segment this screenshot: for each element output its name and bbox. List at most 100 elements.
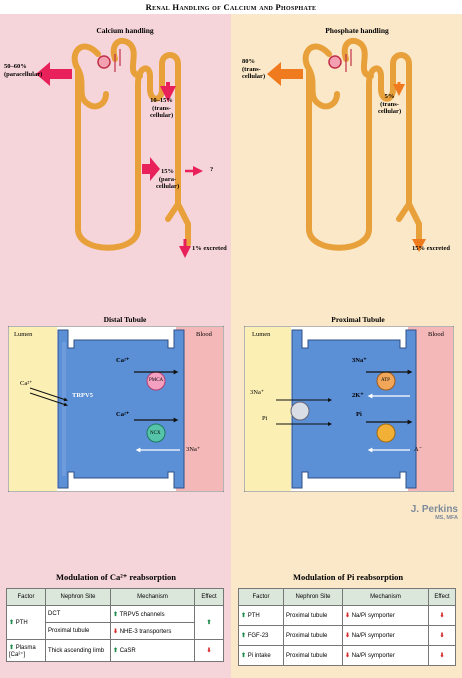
table-cell-factor: ⬆ PTH (238, 605, 284, 626)
artist-signature: J. Perkins MS, MFA (406, 504, 458, 521)
table-cell-mechanism: ⬇ Na/Pi symporter (342, 605, 429, 626)
table-header: Mechanism (342, 588, 429, 606)
anion-label: A⁻ (414, 446, 423, 453)
signature-degree: MS, MFA (435, 515, 458, 521)
table-cell-effect: ⬇ (428, 625, 456, 646)
up-arrow-icon: ⬆ (9, 644, 15, 651)
table-header: Nephron Site (45, 588, 111, 606)
up-arrow-icon: ⬆ (241, 633, 247, 639)
table-cell-effect: ⬇ (428, 645, 456, 666)
distal-tubule-diagram (8, 326, 224, 492)
phosphate-glomerulus (328, 55, 342, 69)
up-arrow-icon: ⬆ (241, 653, 247, 659)
na-pi-symporter (290, 401, 310, 421)
table-cell-site: Thick ascending limb (45, 639, 111, 662)
up-arrow-icon: ⬆ (206, 620, 212, 626)
distal-lumen-calcium-label: Ca²⁺ (20, 380, 33, 387)
table-cell-site: Proximal tubule (283, 625, 343, 646)
trpv5-label: TRPV5 (72, 392, 93, 399)
proximal-cell (291, 329, 417, 489)
table-header: Factor (6, 588, 46, 606)
calcium-table-header-row: Factor Nephron Site Mechanism Effect (6, 588, 224, 606)
table-cell-mechanism: ⬆ TRPV5 channels (110, 605, 195, 623)
phosphate-excreted-label: 15% excreted (412, 245, 450, 252)
table-cell-effect: ⬆ (194, 605, 224, 640)
table-cell-site: DCT (45, 605, 111, 623)
atp-sodium-label: 3Na⁺ (352, 357, 367, 364)
up-arrow-icon: ⬆ (241, 613, 247, 619)
calcium-tubule (71, 43, 191, 251)
up-arrow-icon: ⬆ (9, 620, 15, 626)
table-cell-effect: ⬇ (194, 639, 224, 662)
signature-name: J. Perkins (410, 504, 458, 515)
potassium-label: 2K⁺ (352, 392, 364, 399)
table-cell-mechanism: ⬇ Na/Pi symporter (342, 645, 429, 666)
pi-anion-exchanger (376, 423, 396, 443)
down-arrow-icon: ⬇ (439, 633, 445, 639)
distal-tubule-heading: Distal Tubule (103, 315, 147, 324)
table-row: ⬆ PTH DCT ⬆ TRPV5 channels ⬆ (6, 605, 224, 640)
down-arrow-icon: ⬇ (345, 633, 351, 639)
proximal-tubule-heading: Proximal Tubule (331, 315, 385, 324)
distal-lumen-label: Lumen (14, 331, 33, 338)
calcium-tal-arrow (142, 157, 160, 181)
proximal-lumen-sodium-label: 3Na⁺ (250, 389, 265, 396)
ncx-calcium-label: Ca²⁺ (116, 411, 130, 418)
proximal-blood-label: Blood (428, 331, 444, 338)
calcium-tal-label: 15% (para- cellular) (156, 168, 180, 190)
phosphate-nephron-diagram (267, 37, 426, 252)
pmca-calcium-label: Ca²⁺ (116, 357, 130, 364)
proximal-blood-phosphate-label: Pi (356, 411, 362, 418)
phosphate-table-title: Modulation of Pi reabsorption (292, 572, 404, 582)
calcium-transcellular-label: 10–15% (trans- cellular) (150, 97, 174, 119)
table-header: Effect (428, 588, 456, 606)
table-row: ⬆ PTH Proximal tubule ⬇ Na/Pi symporter … (238, 605, 456, 626)
down-arrow-icon: ⬇ (113, 628, 119, 635)
phosphate-transcellular-minor-label: 5% (trans- cellular) (378, 93, 402, 115)
proximal-lumen-phosphate-label: Pi (262, 415, 268, 422)
calcium-paracellular-label: 50–60% (paracellular) (4, 63, 43, 78)
table-cell-site: Proximal tubule (45, 622, 111, 640)
table-row: ⬆ FGF-23 Proximal tubule ⬇ Na/Pi symport… (238, 625, 456, 646)
table-cell-mechanism: ⬇ NHE-3 transporters (110, 622, 195, 640)
distal-lumen-area (9, 327, 57, 491)
table-row: ⬆ Plasma [Ca²⁺] Thick ascending limb ⬆ C… (6, 639, 224, 662)
calcium-question-mark: ? (210, 166, 214, 173)
distal-cell (57, 329, 185, 489)
pmca-label: PMCA (149, 378, 164, 383)
table-header: Nephron Site (283, 588, 343, 606)
table-cell-factor: ⬆ Plasma [Ca²⁺] (6, 639, 46, 662)
table-cell-effect: ⬇ (428, 605, 456, 626)
table-cell-site: Proximal tubule (283, 605, 343, 626)
distal-sodium-label: 3Na⁺ (186, 446, 201, 453)
proximal-lumen-area (245, 327, 291, 491)
table-cell-mechanism: ⬆ CaSR (110, 639, 195, 662)
down-arrow-icon: ⬇ (345, 613, 351, 619)
table-row: ⬆ Pi intake Proximal tubule ⬇ Na/Pi symp… (238, 645, 456, 666)
ncx-transporter (146, 423, 166, 443)
phosphate-main-arrow (267, 62, 303, 86)
up-arrow-icon: ⬆ (113, 648, 119, 654)
phosphate-modulation-table: Factor Nephron Site Mechanism Effect ⬆ P… (238, 588, 456, 666)
calcium-table-title: Modulation of Ca²⁺ reabsorption (56, 572, 176, 582)
distal-blood-label: Blood (196, 331, 212, 338)
calcium-excreted-label: 1% excreted (192, 245, 227, 252)
calcium-glomerulus (97, 55, 111, 69)
table-cell-factor: ⬆ Pi intake (238, 645, 284, 666)
table-cell-factor: ⬆ PTH (6, 605, 46, 640)
phosphate-handling-heading: Phosphate handling (325, 26, 389, 35)
table-cell-site: Proximal tubule (283, 645, 343, 666)
calcium-handling-heading: Calcium handling (96, 26, 154, 35)
ncx-label: NCX (150, 431, 161, 436)
down-arrow-icon: ⬇ (439, 653, 445, 659)
phosphate-tubule (302, 43, 422, 251)
page-title: Renal Handling of Calcium and Phosphate (145, 2, 317, 12)
atp-label: ATP (381, 378, 390, 383)
down-arrow-icon: ⬇ (206, 648, 212, 654)
phosphate-table-header-row: Factor Nephron Site Mechanism Effect (238, 588, 456, 606)
calcium-paracellular-arrow (36, 62, 72, 86)
table-header: Mechanism (110, 588, 195, 606)
table-cell-factor: ⬆ FGF-23 (238, 625, 284, 646)
table-header: Effect (194, 588, 224, 606)
calcium-nephron-diagram (36, 37, 203, 258)
